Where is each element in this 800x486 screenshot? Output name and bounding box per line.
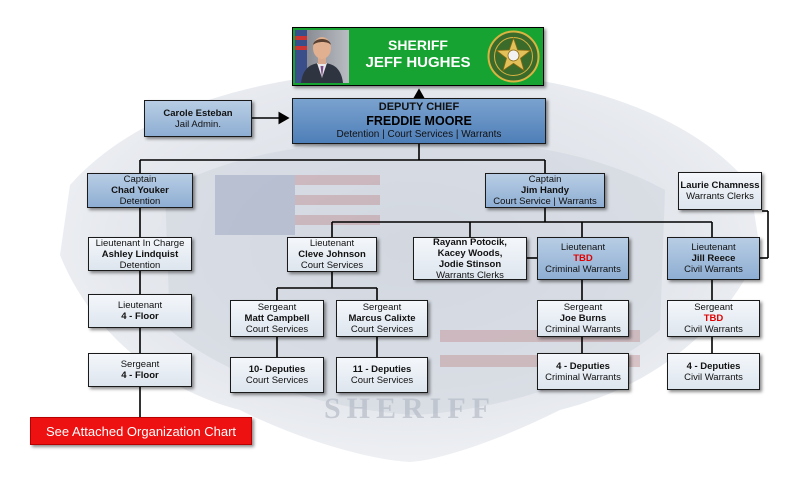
deputies-10-box: 10- Deputies Court Services xyxy=(230,357,324,393)
sgt-matt-unit: Court Services xyxy=(245,324,309,335)
sergeant-marcus-box: Sergeant Marcus Calixte Court Services xyxy=(336,300,428,337)
lt-floor-rank: Lieutenant xyxy=(117,300,163,311)
sgt-marcus-rank: Sergeant xyxy=(362,302,402,313)
captain-court-unit: Court Service | Warrants xyxy=(493,196,597,207)
sheriff-title-block: SHERIFF JEFF HUGHES xyxy=(353,37,483,72)
clerk-name-1: Rayann Potocik, xyxy=(433,236,507,248)
sheriff-box: SHERIFF JEFF HUGHES xyxy=(292,27,544,86)
lt-in-charge-rank: Lieutenant In Charge xyxy=(95,237,185,249)
dep-civil-count: 4 - Deputies xyxy=(686,360,741,372)
deputies-criminal-box: 4 - Deputies Criminal Warrants xyxy=(537,353,629,390)
captain-detention-box: Captain Chad Youker Detention xyxy=(87,173,193,208)
sgt-joe-unit: Criminal Warrants xyxy=(545,324,621,335)
sheriff-name: JEFF HUGHES xyxy=(365,54,471,71)
clerks-role: Warrants Clerks xyxy=(436,269,504,281)
dep-criminal-count: 4 - Deputies xyxy=(556,360,610,372)
deputies-11-box: 11 - Deputies Court Services xyxy=(336,357,428,393)
lt-criminal-unit: Criminal Warrants xyxy=(545,264,621,275)
sgt-marcus-unit: Court Services xyxy=(350,324,414,335)
lt-criminal-rank: Lieutenant xyxy=(560,242,606,253)
sgt-floor-rank: Sergeant xyxy=(120,359,160,370)
sheriff-title: SHERIFF xyxy=(388,37,448,53)
see-attached-label: See Attached Organization Chart xyxy=(45,423,237,439)
lt-civil-unit: Civil Warrants xyxy=(684,264,743,275)
lt-cleve-rank: Lieutenant xyxy=(309,238,355,249)
lt-criminal-name: TBD xyxy=(573,253,593,264)
deputy-chief-box: DEPUTY CHIEF FREDDIE MOORE Detention | C… xyxy=(292,98,546,144)
dep-criminal-unit: Criminal Warrants xyxy=(545,371,621,383)
lt-in-charge-unit: Detention xyxy=(119,259,161,271)
warrants-clerks-top-name: Laurie Chamness xyxy=(680,180,760,191)
warrants-clerks-group-box: Rayann Potocik, Kacey Woods, Jodie Stins… xyxy=(413,236,527,281)
lieutenant-civil-warrants-box: Lieutenant Jill Reece Civil Warrants xyxy=(667,237,760,280)
deputy-chief-title: DEPUTY CHIEF xyxy=(378,101,460,113)
lieutenant-in-charge-box: Lieutenant In Charge Ashley Lindquist De… xyxy=(88,237,192,271)
lieutenant-criminal-warrants-box: Lieutenant TBD Criminal Warrants xyxy=(537,237,629,280)
sgt-marcus-name: Marcus Calixte xyxy=(348,313,416,324)
captain-court-box: Captain Jim Handy Court Service | Warran… xyxy=(485,173,605,208)
dep-civil-unit: Civil Warrants xyxy=(684,371,743,383)
warrants-clerks-top-box: Laurie Chamness Warrants Clerks xyxy=(678,172,762,210)
sgt-civil-name: TBD xyxy=(703,313,724,324)
lt-in-charge-name: Ashley Lindquist xyxy=(101,248,179,260)
jail-admin-role: Jail Admin. xyxy=(175,118,221,130)
deputy-chief-divisions: Detention | Court Services | Warrants xyxy=(336,129,502,140)
captain-detention-rank: Captain xyxy=(123,174,157,185)
sgt-joe-rank: Sergeant xyxy=(563,302,603,313)
lt-cleve-unit: Court Services xyxy=(300,260,364,271)
sheriff-portrait xyxy=(295,30,349,83)
jail-admin-name: Carole Esteban xyxy=(163,107,233,119)
captain-court-name: Jim Handy xyxy=(520,185,570,196)
clerk-name-3: Jodie Stinson xyxy=(438,258,502,270)
lieutenant-court-services-box: Lieutenant Cleve Johnson Court Services xyxy=(287,237,377,272)
lt-civil-rank: Lieutenant xyxy=(691,242,736,253)
deputies-civil-box: 4 - Deputies Civil Warrants xyxy=(667,353,760,390)
lt-civil-name: Jill Reece xyxy=(691,253,736,264)
sgt-civil-unit: Civil Warrants xyxy=(684,324,743,335)
lieutenant-floor-box: Lieutenant 4 - Floor xyxy=(88,294,192,328)
warrants-clerks-top-role: Warrants Clerks xyxy=(686,191,754,202)
captain-detention-name: Chad Youker xyxy=(111,185,169,196)
lt-floor-name: 4 - Floor xyxy=(121,311,159,322)
sergeant-civil-box: Sergeant TBD Civil Warrants xyxy=(667,300,760,337)
sgt-matt-rank: Sergeant xyxy=(257,302,297,313)
jail-admin-box: Carole Esteban Jail Admin. xyxy=(144,100,252,137)
dep-10-count: 10- Deputies xyxy=(248,364,306,375)
sergeant-matt-box: Sergeant Matt Campbell Court Services xyxy=(230,300,324,337)
sgt-matt-name: Matt Campbell xyxy=(244,313,310,324)
sgt-civil-rank: Sergeant xyxy=(694,302,733,313)
captain-court-rank: Captain xyxy=(528,174,562,185)
star-badge-icon xyxy=(486,30,541,83)
sgt-joe-name: Joe Burns xyxy=(559,313,607,324)
sergeant-joe-box: Sergeant Joe Burns Criminal Warrants xyxy=(537,300,629,337)
watermark-text: SHERIFF xyxy=(324,392,496,425)
clerk-name-2: Kacey Woods, xyxy=(437,247,503,259)
lt-cleve-name: Cleve Johnson xyxy=(298,249,366,260)
sgt-floor-name: 4 - Floor xyxy=(121,370,159,381)
dep-11-unit: Court Services xyxy=(350,375,414,386)
dep-11-count: 11 - Deputies xyxy=(352,364,412,375)
see-attached-chart-button[interactable]: See Attached Organization Chart xyxy=(30,417,252,445)
dep-10-unit: Court Services xyxy=(245,375,309,386)
captain-detention-unit: Detention xyxy=(119,196,161,207)
deputy-chief-name: FREDDIE MOORE xyxy=(366,114,472,128)
sergeant-floor-box: Sergeant 4 - Floor xyxy=(88,353,192,387)
